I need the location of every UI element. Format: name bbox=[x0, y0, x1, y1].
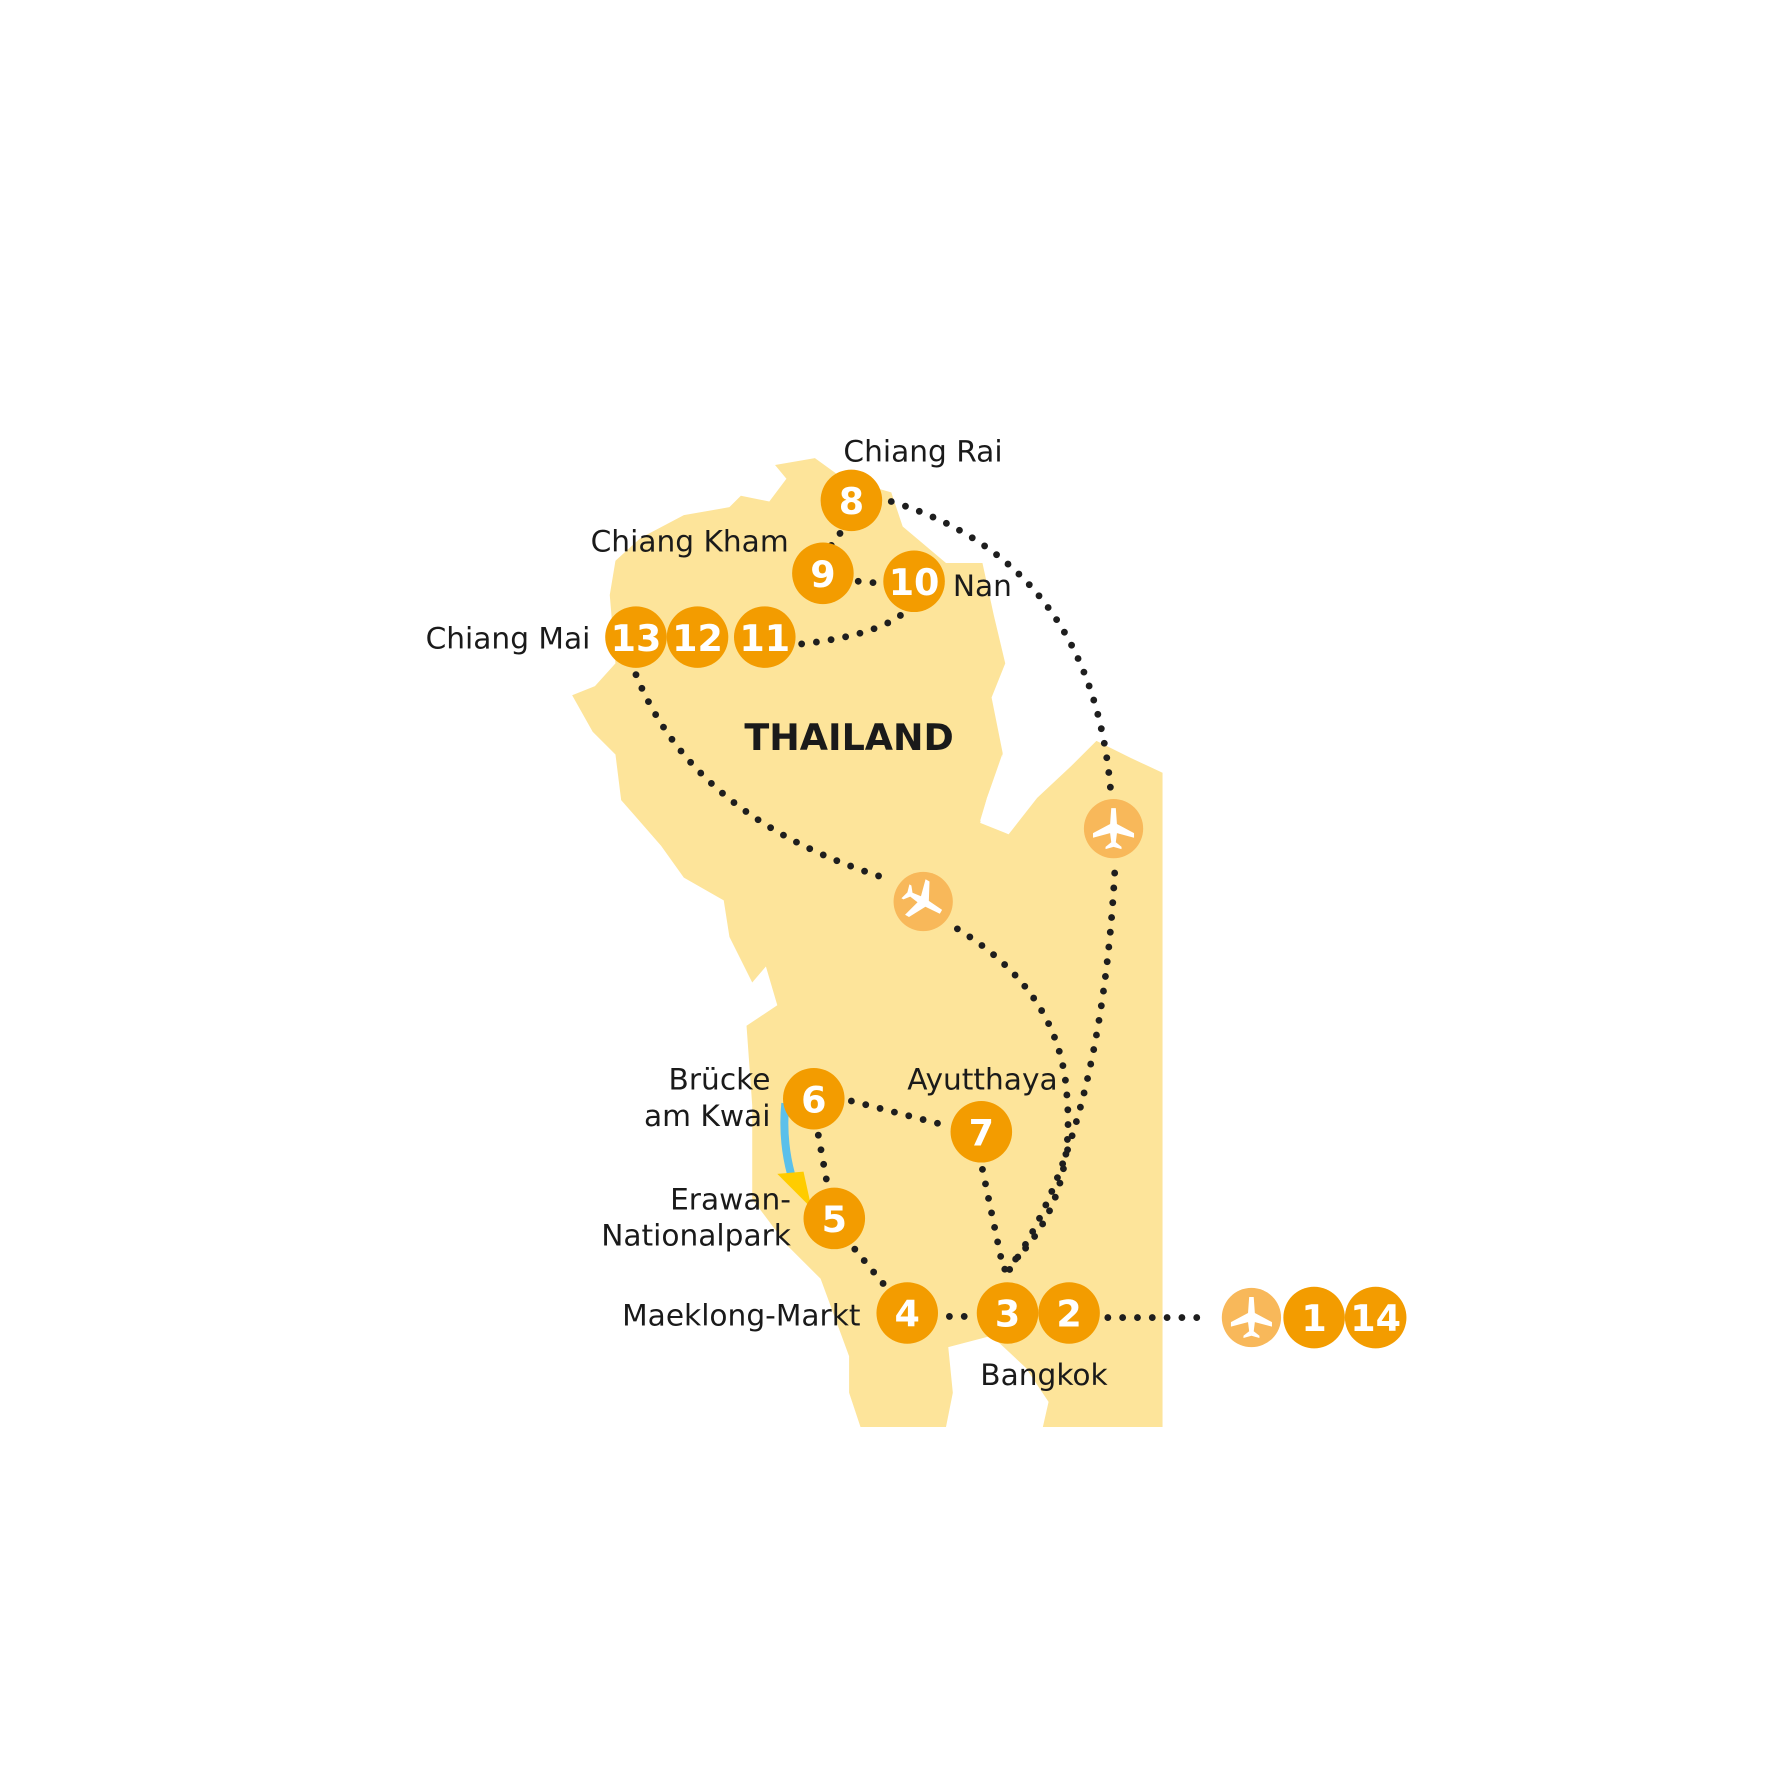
svg-text:7: 7 bbox=[969, 1111, 994, 1154]
stop-13: 13 bbox=[605, 606, 667, 668]
svg-text:3: 3 bbox=[995, 1293, 1020, 1336]
svg-text:5: 5 bbox=[822, 1198, 847, 1241]
airport-central bbox=[893, 871, 953, 932]
label-chiang-rai: Chiang Rai bbox=[843, 434, 1002, 469]
stop-1: 1 bbox=[1283, 1286, 1345, 1349]
label-nan: Nan bbox=[953, 568, 1012, 603]
stop-4: 4 bbox=[876, 1282, 939, 1344]
stop-8: 8 bbox=[820, 469, 883, 532]
svg-text:12: 12 bbox=[672, 617, 723, 660]
route-chiangmai-airport bbox=[632, 671, 895, 884]
land-thailand bbox=[572, 458, 1163, 1427]
route-nan-chiangmai bbox=[797, 612, 904, 648]
svg-text:6: 6 bbox=[801, 1078, 826, 1121]
country-label: THAILAND bbox=[744, 716, 953, 759]
label-chiang-kham: Chiang Kham bbox=[591, 524, 789, 559]
stop-5: 5 bbox=[803, 1187, 866, 1250]
stop-6: 6 bbox=[783, 1067, 845, 1130]
label-ayutthaya: Ayutthaya bbox=[907, 1062, 1057, 1097]
airplane-icon bbox=[1093, 808, 1135, 850]
label-bruecke-1: Brücke bbox=[669, 1062, 771, 1097]
stop-2: 2 bbox=[1038, 1282, 1100, 1344]
stop-14: 14 bbox=[1344, 1286, 1407, 1349]
svg-text:9: 9 bbox=[810, 553, 835, 596]
stop-10: 10 bbox=[883, 550, 945, 613]
route-airport2-bangkok bbox=[953, 925, 1072, 1275]
stop-3: 3 bbox=[976, 1282, 1039, 1344]
label-bangkok: Bangkok bbox=[980, 1357, 1108, 1392]
svg-text:14: 14 bbox=[1350, 1297, 1401, 1340]
route-erawan-maeklong bbox=[851, 1245, 891, 1292]
stop-9: 9 bbox=[792, 542, 854, 605]
airport-north-east bbox=[1083, 798, 1144, 859]
label-erawan-1: Erawan- bbox=[670, 1181, 791, 1216]
svg-text:8: 8 bbox=[839, 480, 864, 523]
svg-text:13: 13 bbox=[611, 617, 662, 660]
stop-7: 7 bbox=[950, 1100, 1013, 1163]
route-chiangkham-nan bbox=[854, 577, 887, 587]
svg-text:2: 2 bbox=[1056, 1293, 1081, 1336]
label-chiang-mai: Chiang Mai bbox=[426, 621, 591, 656]
route-chiangrai-airport bbox=[887, 498, 1115, 802]
river-gap bbox=[980, 720, 1009, 835]
label-erawan-2: Nationalpark bbox=[601, 1218, 792, 1253]
route-kwai-ayutthaya bbox=[847, 1097, 952, 1130]
route-airport-bangkok bbox=[1005, 869, 1119, 1275]
route-ayutthaya-bangkok bbox=[979, 1165, 1007, 1271]
svg-text:11: 11 bbox=[739, 617, 790, 660]
river-kwai bbox=[780, 1102, 795, 1175]
svg-text:4: 4 bbox=[895, 1293, 920, 1336]
stop-11: 11 bbox=[733, 606, 796, 668]
routes bbox=[632, 498, 1212, 1321]
route-kwai-erawan bbox=[814, 1131, 831, 1189]
waterfall-marker bbox=[777, 1171, 812, 1209]
stop-12: 12 bbox=[666, 606, 729, 668]
label-maeklong: Maeklong-Markt bbox=[622, 1298, 860, 1333]
label-bruecke-2: am Kwai bbox=[644, 1098, 770, 1133]
airport-international bbox=[1221, 1287, 1282, 1348]
airplane-icon bbox=[901, 879, 943, 918]
svg-text:1: 1 bbox=[1301, 1297, 1326, 1340]
svg-text:10: 10 bbox=[889, 561, 940, 604]
airplane-icon bbox=[1230, 1297, 1272, 1339]
